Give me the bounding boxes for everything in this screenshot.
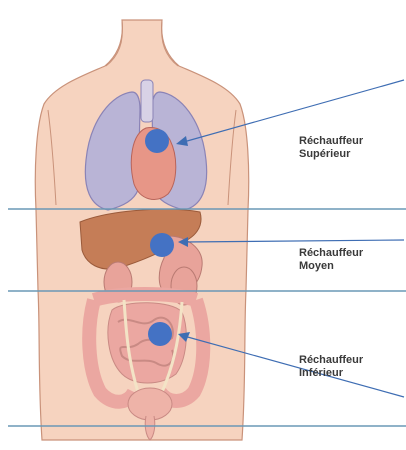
marker-middle <box>150 233 174 257</box>
zone-label-upper-line1: Réchauffeur <box>299 135 363 148</box>
marker-upper <box>145 129 169 153</box>
zone-label-lower-line1: Réchauffeur <box>299 354 363 367</box>
zone-label-lower: Réchauffeur Inférieur <box>299 354 363 380</box>
zone-label-middle-line1: Réchauffeur <box>299 247 363 260</box>
zone-label-lower-line2: Inférieur <box>299 367 363 380</box>
zone-label-middle-line2: Moyen <box>299 260 363 273</box>
trachea <box>141 80 153 122</box>
bladder <box>128 388 172 420</box>
zone-label-upper: Réchauffeur Supérieur <box>299 135 363 161</box>
marker-lower <box>148 322 172 346</box>
small-intestine <box>108 303 186 383</box>
zone-label-middle: Réchauffeur Moyen <box>299 247 363 273</box>
zone-label-upper-line2: Supérieur <box>299 148 363 161</box>
